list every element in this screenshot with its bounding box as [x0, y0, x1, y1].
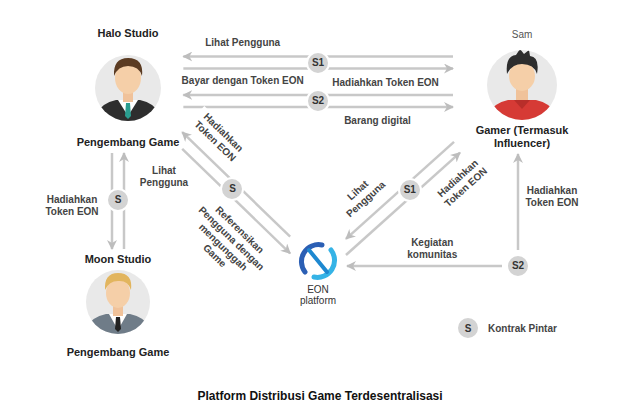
role-label: Gamer (Termasuk Influencer) [457, 124, 587, 150]
flow-arrow [347, 265, 502, 268]
edge-label: Lihat Pengguna [330, 165, 394, 226]
smart-contract: S [220, 177, 244, 201]
contract-id: S2 [512, 260, 524, 272]
contract-id: S2 [312, 95, 324, 107]
edge-label: Bayar dengan Token EON [180, 75, 306, 87]
contract-id: S1 [312, 57, 324, 69]
avatar-slot [487, 50, 557, 120]
logo-slot [293, 238, 343, 284]
developer-avatar [92, 55, 164, 125]
platform-logo [301, 245, 334, 278]
flow-arrow [517, 154, 520, 250]
person-name: Sam [457, 28, 587, 41]
avatar-slot [95, 55, 161, 121]
contract-id: S1 [404, 184, 416, 196]
role-label: Pengembang Game [67, 346, 170, 359]
smart-contract: S [106, 188, 130, 212]
figure-caption: Platform Distribusi Game Terdesentralisa… [0, 389, 640, 404]
contract-symbol: S [456, 316, 480, 340]
contract-id: S [115, 194, 122, 206]
legend-item: S Kontrak Pintar [456, 316, 557, 340]
role-label: Pengembang Game [77, 136, 180, 149]
edge-label: Hadiahkan Token EON [521, 185, 583, 209]
edge-label: Hadiahkan Token EON [330, 77, 441, 89]
edge-label: Hadiahkan Token EON [41, 194, 103, 218]
edge-label: Hadiahkan Token EON [188, 106, 251, 168]
edge-label: Kegiatan komunitas [395, 237, 469, 261]
edge-label: Hadiahkan Token EON [431, 152, 495, 213]
gamer: SamGamer (Termasuk Influencer) [457, 28, 587, 150]
smart-contract: S1 [398, 178, 422, 202]
edge-label: Barang digital [342, 115, 413, 127]
avatar-slot [86, 270, 150, 334]
smart-contract: S2 [506, 254, 530, 278]
gamer-avatar [484, 49, 560, 125]
edge-label: Lihat Pengguna [133, 165, 195, 189]
contract-id: S [229, 183, 236, 195]
company-name: Halo Studio [77, 27, 180, 40]
smart-contract: S1 [306, 51, 330, 75]
edge-label: Lihat Pengguna [203, 37, 282, 49]
game-developer: Halo StudioPengembang Game [77, 27, 180, 149]
company-name: Moon Studio [67, 253, 170, 266]
platform-name: EON platform [293, 284, 343, 306]
developer-avatar [83, 270, 153, 338]
edge-label: Referensikan Pengguna dengan mengunggah … [176, 192, 278, 293]
smart-contract: S2 [306, 89, 330, 113]
platform: EON platform [293, 238, 343, 306]
legend-text: Kontrak Pintar [488, 323, 557, 334]
game-developer: Moon StudioPengembang Game [67, 253, 170, 359]
